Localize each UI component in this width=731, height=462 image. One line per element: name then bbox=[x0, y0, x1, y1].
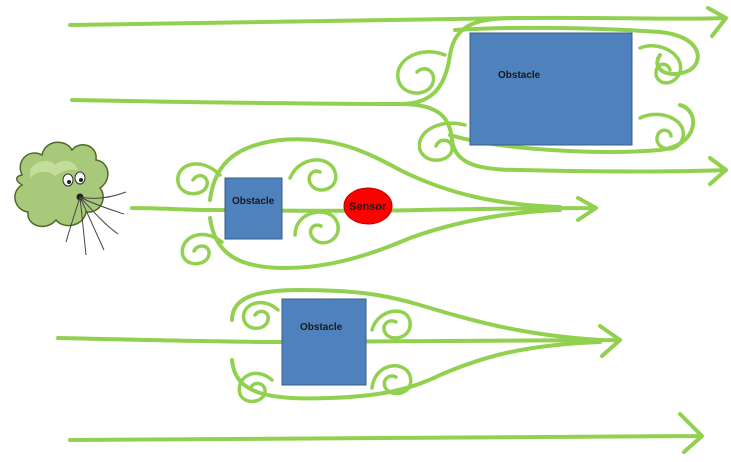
obstacle-bottom: Obstacle bbox=[281, 298, 367, 386]
eye bbox=[74, 171, 86, 185]
obstacle-top-right: Obstacle bbox=[469, 32, 633, 146]
obstacle-label: Obstacle bbox=[232, 196, 275, 207]
lower-lower-wake bbox=[230, 340, 602, 401]
obstacle-label: Obstacle bbox=[498, 70, 541, 81]
sensor: Sensor bbox=[343, 187, 393, 225]
swirl bbox=[370, 364, 413, 396]
middle-lower-wake bbox=[208, 208, 562, 270]
lower-upper-wake bbox=[230, 288, 602, 342]
eye bbox=[62, 173, 74, 187]
sensor-label: Sensor bbox=[349, 201, 387, 213]
swirl bbox=[288, 158, 338, 192]
swirl bbox=[417, 121, 467, 162]
upper-outer-loop bbox=[453, 25, 700, 76]
obstacle-label: Obstacle bbox=[300, 322, 343, 333]
swirl bbox=[370, 309, 412, 340]
middle-streamline bbox=[130, 196, 598, 222]
swirl bbox=[293, 210, 340, 245]
swirl bbox=[396, 50, 447, 95]
odor-cloud-character-icon bbox=[14, 141, 127, 256]
top-streamline bbox=[68, 6, 728, 38]
obstacle-middle: Obstacle bbox=[224, 177, 283, 240]
upper-obstacle-wake bbox=[398, 102, 728, 186]
swirl bbox=[237, 371, 274, 404]
swirl bbox=[241, 300, 280, 330]
swirl bbox=[180, 232, 224, 266]
swirl bbox=[638, 44, 683, 85]
bottom-streamline bbox=[68, 412, 704, 454]
sensor-disc bbox=[343, 187, 393, 225]
upper-streamline-left bbox=[70, 16, 522, 106]
middle-flow-group bbox=[130, 137, 598, 270]
middle-upper-wake bbox=[208, 137, 562, 209]
swirl bbox=[638, 112, 686, 151]
swirl bbox=[176, 162, 222, 196]
lower-flow-group bbox=[56, 288, 622, 404]
